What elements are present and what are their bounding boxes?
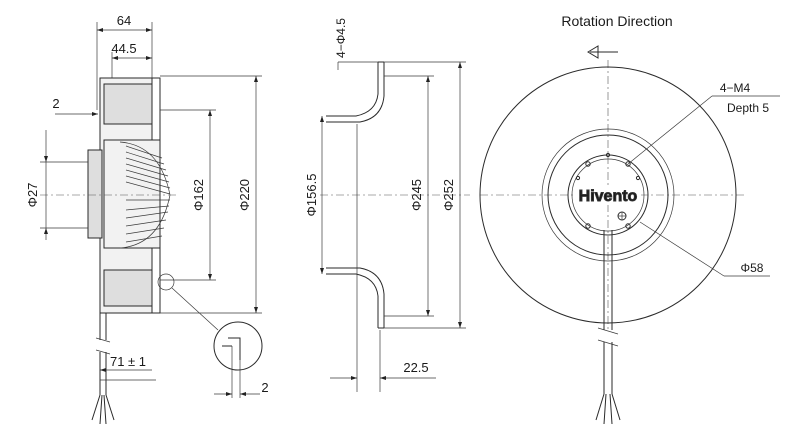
dim-phi27-label: Φ27 — [25, 183, 40, 208]
brand-logo: Hivento — [575, 185, 641, 205]
dim-phi245-label: Φ245 — [409, 179, 424, 211]
dim-phi220-label: Φ220 — [237, 179, 252, 211]
dim-phi156-5-label: Φ156.5 — [304, 174, 319, 217]
holes-label: 4−Φ4.5 — [334, 18, 348, 58]
front-view: Rotation Direction Hivento 4−M4 — [479, 13, 780, 425]
dim-phi162-label: Φ162 — [191, 179, 206, 211]
dim-64-label: 64 — [117, 13, 131, 28]
dim-2-detail-label: 2 — [261, 380, 268, 395]
dim-71-label: 71 ± 1 — [110, 354, 146, 369]
dim-phi252-label: Φ252 — [441, 179, 456, 211]
left-arrow-icon — [587, 45, 618, 59]
dim-phi58-label: Φ58 — [741, 261, 764, 275]
dim-22-5-label: 22.5 — [403, 360, 428, 375]
side-view: 64 44.5 2 — [25, 13, 269, 425]
dim-44-5-label: 44.5 — [111, 41, 136, 56]
dim-2-top-label: 2 — [52, 96, 59, 111]
section-view: 4−Φ4.5 Φ156.5 Φ245 Φ252 — [304, 18, 470, 392]
depth-label: Depth 5 — [727, 101, 769, 115]
thread-label: 4−M4 — [720, 81, 751, 95]
svg-text:Hivento: Hivento — [579, 188, 638, 205]
rotation-direction-label: Rotation Direction — [561, 13, 672, 29]
